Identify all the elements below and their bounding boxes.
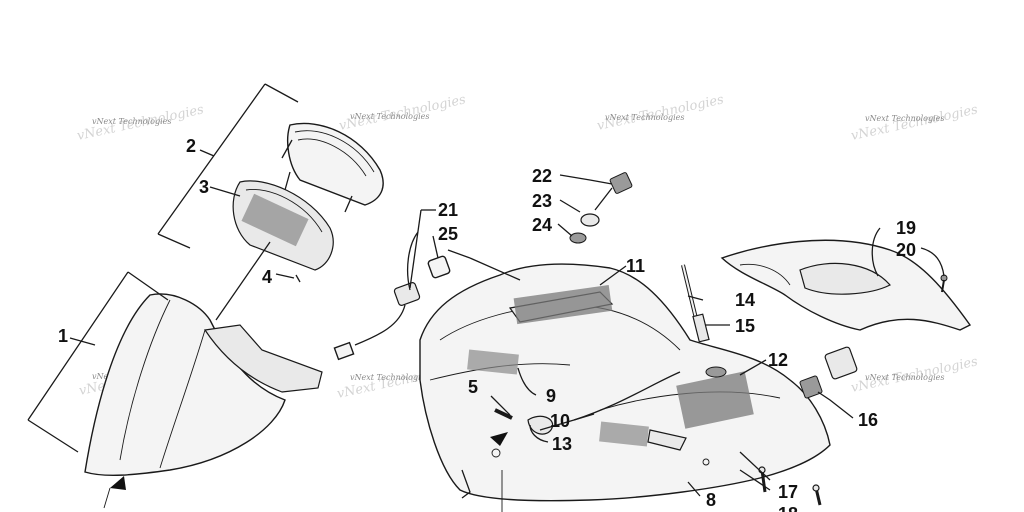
lock-16-part: [799, 346, 858, 399]
cover-part: [720, 239, 972, 331]
grip-mat-11: [513, 285, 613, 325]
callout-3: 3: [199, 177, 209, 197]
callout-11: 11: [626, 256, 645, 276]
callout-14: 14: [735, 290, 755, 310]
pointer-arrow-icon: [490, 432, 508, 446]
callout-8: 8: [706, 490, 716, 510]
callout-24: 24: [532, 215, 552, 235]
clip-13-part: [527, 415, 554, 435]
callout-13: 13: [552, 434, 572, 454]
callout-2: 2: [186, 136, 196, 156]
callout-bracket-2: [157, 83, 299, 249]
callout-9: 9: [546, 386, 556, 406]
grip-mat-10: [599, 421, 649, 447]
callout-18: 18: [778, 504, 798, 512]
windshield-part: [84, 293, 323, 509]
watermark: vNext Technologies: [605, 113, 684, 122]
callout-5: 5: [468, 377, 478, 397]
callout-1: 1: [58, 326, 68, 346]
grip-mat-12: [676, 371, 754, 429]
watermark: vNext Technologies: [865, 114, 944, 123]
callout-23: 23: [532, 191, 552, 211]
bolt-18-part: [812, 484, 822, 506]
grip-mat-9: [467, 349, 519, 375]
callout-22: 22: [532, 166, 552, 186]
watermark: vNext Technologies: [92, 117, 171, 126]
callout-25: 25: [438, 224, 458, 244]
pointer-arrow-icon: [110, 476, 126, 490]
callout-4: 4: [262, 267, 272, 287]
wiring-plug-part: [333, 231, 451, 361]
callout-20: 20: [896, 240, 916, 260]
callout-16: 16: [858, 410, 878, 430]
dash-panel-part: [419, 263, 831, 512]
pin-5-part: [494, 408, 513, 420]
watermark: vNext Technologies: [850, 102, 980, 144]
callout-17: 17: [778, 482, 798, 502]
watermark: vNext Technologies: [865, 373, 944, 382]
callout-bracket-1: [27, 271, 169, 453]
callout-12: 12: [768, 350, 788, 370]
gauge-cluster-part: [232, 122, 384, 283]
callout-19: 19: [896, 218, 916, 238]
callout-labels: 1 2 3 4 5 8 9 10 11 12 13 14 15 16 17 18…: [58, 136, 916, 512]
key-part: [569, 172, 633, 244]
callout-15: 15: [735, 316, 755, 336]
bolt-14-part: [681, 264, 710, 343]
callout-21: 21: [438, 200, 458, 220]
watermark: vNext Technologies: [350, 373, 429, 382]
leader-lines: [469, 174, 945, 497]
callout-10: 10: [550, 411, 570, 431]
watermark: vNext Technologies: [350, 112, 429, 121]
